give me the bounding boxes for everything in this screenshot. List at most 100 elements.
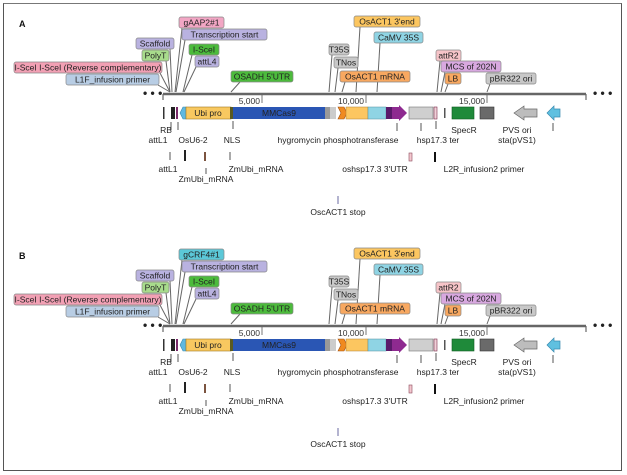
tag-lb: LB <box>444 72 462 85</box>
tnos-feature <box>330 107 336 119</box>
tag-box <box>181 260 268 273</box>
feature-ubi-pro-label: Ubi pro <box>194 108 222 118</box>
tag-label: Scaffold <box>140 39 171 49</box>
tag-label: Transcription start <box>191 30 259 40</box>
tag-guide: gAAP2#1 <box>178 16 225 29</box>
tag-pbr322-ori: pBR322 ori <box>485 304 537 317</box>
label-sta-pvs1: sta(pVS1) <box>498 367 536 377</box>
tag-i-scei: I-SceI <box>188 43 220 56</box>
tag-box <box>181 28 268 41</box>
attr2-feature <box>433 106 438 120</box>
pvs-ori-arrow <box>513 337 538 353</box>
tag-box <box>65 73 160 86</box>
leader-line <box>159 72 171 93</box>
tag-label: TNos <box>336 290 356 300</box>
leader-line <box>174 27 183 93</box>
attr2-feature <box>433 338 438 352</box>
tag-label: Scaffold <box>140 271 171 281</box>
hygromycin-feature <box>392 337 407 353</box>
pbr322-ori-feature <box>479 106 495 120</box>
leader-line <box>341 313 346 325</box>
hsp173-ter-feature <box>408 106 434 120</box>
tag-mcs-202n: MCS of 202N <box>440 60 502 73</box>
leader-line <box>334 67 339 93</box>
label-oshsp173-3utr: oshsp17.3 3'UTR <box>342 164 407 174</box>
label-l2r-primer: L2R_infusion2 primer <box>444 164 525 174</box>
camv-35s-feature <box>367 106 387 120</box>
tag-transcription-start: Transcription start <box>181 28 268 41</box>
scale-tick-label: 5,000 <box>239 96 261 106</box>
ellipsis-left: • • • <box>143 86 162 100</box>
leader-line <box>328 286 333 325</box>
tag-box <box>13 61 163 74</box>
osu6-2-promoter <box>179 106 187 120</box>
label-rb: RB <box>160 357 172 367</box>
tag-box <box>188 275 220 288</box>
scale-tick-label: 10,000 <box>338 96 364 106</box>
tag-l1f-primer: L1F_infusion primer <box>65 305 160 318</box>
attl1-mark <box>171 107 175 119</box>
tag-i-scei-rc: I-SceI I-SceI (Reverse complementary) <box>13 293 163 306</box>
leader-line <box>175 271 186 325</box>
tag-label: OsACT1 mRNA <box>345 72 405 82</box>
tag-label: gCRF4#1 <box>183 250 220 260</box>
label-attl1: attL1 <box>149 135 168 145</box>
label-nls: NLS <box>224 367 241 377</box>
mark <box>176 107 178 119</box>
tag-camv-35s: CaMV 35S <box>373 263 424 276</box>
tag-box <box>194 55 220 68</box>
tag-label: I-SceI I-SceI (Reverse complementary) <box>15 295 162 305</box>
leader-line <box>376 274 381 325</box>
attl1-mark <box>171 339 175 351</box>
label-hsp173-ter: hsp17.3 ter <box>417 135 460 145</box>
tag-t35s: T35S <box>328 43 350 56</box>
tag-box <box>333 56 359 69</box>
panel-letter: A <box>19 19 26 29</box>
tag-label: MCS of 202N <box>445 294 496 304</box>
tag-tnos: TNos <box>333 288 359 301</box>
rb-mark <box>163 107 165 119</box>
specr-feature <box>451 106 475 120</box>
tag-scaffold: Scaffold <box>135 269 175 282</box>
scale-tick-label: 5,000 <box>239 328 261 338</box>
tag-label: I-SceI I-SceI (Reverse complementary) <box>15 63 162 73</box>
feature-mmcas9 <box>233 107 325 119</box>
tag-label: LB <box>448 306 459 316</box>
tag-label: MCS of 202N <box>445 62 496 72</box>
tag-label: attR2 <box>438 51 459 61</box>
tag-osadh-5utr: OSADH 5'UTR <box>230 302 294 315</box>
tag-box <box>230 302 294 315</box>
tag-l1f-primer: L1F_infusion primer <box>65 73 160 86</box>
tag-box <box>373 31 424 44</box>
label-osu6-2: OsU6-2 <box>178 367 208 377</box>
tag-scaffold: Scaffold <box>135 37 175 50</box>
tag-label: OSADH 5'UTR <box>234 72 290 82</box>
tag-osact1-3end: OsACT1 3'end <box>353 247 421 260</box>
tag-box <box>373 263 424 276</box>
tag-osadh-5utr: OSADH 5'UTR <box>230 70 294 83</box>
tag-box <box>333 288 359 301</box>
tag-lb: LB <box>444 304 462 317</box>
label-pvs-ori: PVS ori <box>503 357 532 367</box>
tag-label: T35S <box>329 45 350 55</box>
tag-label: pBR322 ori <box>490 74 533 84</box>
label-hygromycin: hygromycin phosphotransferase <box>278 367 399 377</box>
scale-tick-label: 15,000 <box>459 96 485 106</box>
label-rb: RB <box>160 125 172 135</box>
tag-label: T35S <box>329 277 350 287</box>
tag-box <box>485 72 537 85</box>
rb-mark <box>163 339 165 351</box>
leader-line <box>165 60 171 93</box>
tag-box <box>13 293 163 306</box>
leader-line <box>230 313 241 325</box>
tag-label: OsACT1 3'end <box>359 17 415 27</box>
label-hygromycin: hygromycin phosphotransferase <box>278 135 399 145</box>
tag-t35s: T35S <box>328 275 350 288</box>
tag-attl4: attL4 <box>194 287 220 300</box>
leader-line <box>436 292 441 325</box>
tag-attr2: attR2 <box>435 281 462 294</box>
tag-i-scei: I-SceI <box>188 275 220 288</box>
mark <box>386 339 392 351</box>
leader-line <box>376 42 381 93</box>
